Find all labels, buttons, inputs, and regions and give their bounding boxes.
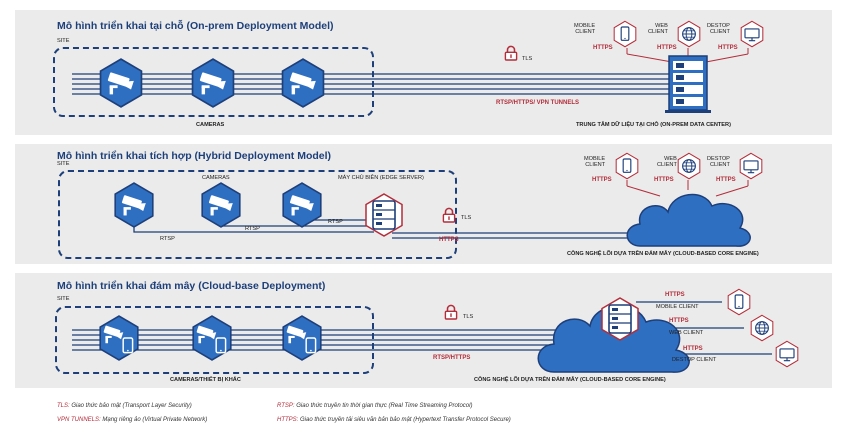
legend-item: VPN TUNNELS: Mạng riêng ảo (Virtual Priv…: [57, 417, 208, 423]
cloud-label: CÔNG NGHỆ LÕI DỰA TRÊN ĐÁM MÂY (CLOUD-BA…: [474, 377, 666, 383]
cloud-icon: [626, 193, 751, 247]
web-client-label: WEB CLIENT: [657, 156, 677, 169]
camera-phone-icon: [99, 315, 139, 361]
desktop-client-label: DESTOP CLIENT: [707, 23, 730, 36]
rtsp-label: RTSP: [328, 219, 343, 225]
https-label: HTTPS: [669, 318, 689, 324]
https-label: HTTPS: [665, 292, 685, 298]
https-label: HTTPS: [439, 237, 459, 243]
datacenter-label: TRUNG TÂM DỮ LIỆU TẠI CHỖ (ON-PREM DATA …: [576, 122, 731, 128]
site-label: SITE: [57, 296, 70, 302]
web-client-icon[interactable]: [749, 314, 775, 342]
tls-label: TLS: [463, 314, 474, 320]
https-label: HTTPS: [718, 45, 738, 51]
panel-title: Mô hình triển khai đám mây (Cloud-base D…: [57, 280, 326, 292]
https-label: HTTPS: [593, 45, 613, 51]
site-label: SITE: [57, 161, 70, 167]
web-client-label: WEB CLIENT: [669, 330, 704, 336]
camera-phone-icon: [192, 315, 232, 361]
desktop-client-label: DESTOP CLIENT: [672, 357, 717, 363]
legend-item: RTSP: Giao thức truyền tin thời gian thự…: [277, 403, 473, 409]
https-label: HTTPS: [716, 177, 736, 183]
datacenter-icon: [665, 55, 711, 113]
mobile-client-label: MOBILE CLIENT: [584, 156, 606, 169]
edge-server-icon: [600, 296, 640, 342]
mobile-client-label: MOBILE CLIENT: [656, 304, 699, 310]
legend-item: HTTPS: Giao thức truyền tải siêu văn bản…: [277, 417, 511, 423]
https-label: HTTPS: [657, 45, 677, 51]
rtsp-label: RTSP: [245, 226, 260, 232]
cameras-label: CAMERAS: [202, 175, 230, 181]
tls-label: TLS: [461, 215, 472, 221]
panel-title: Mô hình triển khai tại chỗ (On-prem Depl…: [57, 20, 334, 32]
site-boundary: [58, 170, 457, 259]
tunnels-label: RTSP/HTTPS/ VPN TUNNELS: [496, 100, 580, 106]
site-boundary: [53, 47, 374, 117]
rtsp-https-label: RTSP/HTTPS: [433, 355, 471, 361]
mobile-client-icon[interactable]: [726, 288, 752, 316]
camera-phone-icon: [282, 315, 322, 361]
cameras-label: CAMERAS: [196, 122, 225, 128]
https-label: HTTPS: [592, 177, 612, 183]
lock-icon: [444, 304, 458, 320]
edge-server-label: MÁY CHỦ BIÊN (EDGE SERVER): [338, 175, 424, 181]
web-client-label: WEB CLIENT: [648, 23, 668, 36]
https-label: HTTPS: [654, 177, 674, 183]
site-label: SITE: [57, 38, 70, 44]
mobile-client-label: MOBILE CLIENT: [574, 23, 596, 36]
https-label: HTTPS: [683, 346, 703, 352]
panel-title: Mô hình triển khai tích hợp (Hybrid Depl…: [57, 150, 332, 162]
cameras-label: CAMERAS/THIẾT BỊ KHÁC: [170, 377, 241, 383]
tls-label: TLS: [522, 56, 533, 62]
legend-item: TLS: Giao thức bảo mật (Transport Layer …: [57, 403, 192, 409]
desktop-client-label: DESTOP CLIENT: [707, 156, 730, 169]
desktop-client-icon[interactable]: [774, 340, 800, 368]
cloud-label: CÔNG NGHỆ LÕI DỰA TRÊN ĐÁM MÂY (CLOUD-BA…: [567, 251, 759, 257]
rtsp-label: RTSP: [160, 236, 175, 242]
